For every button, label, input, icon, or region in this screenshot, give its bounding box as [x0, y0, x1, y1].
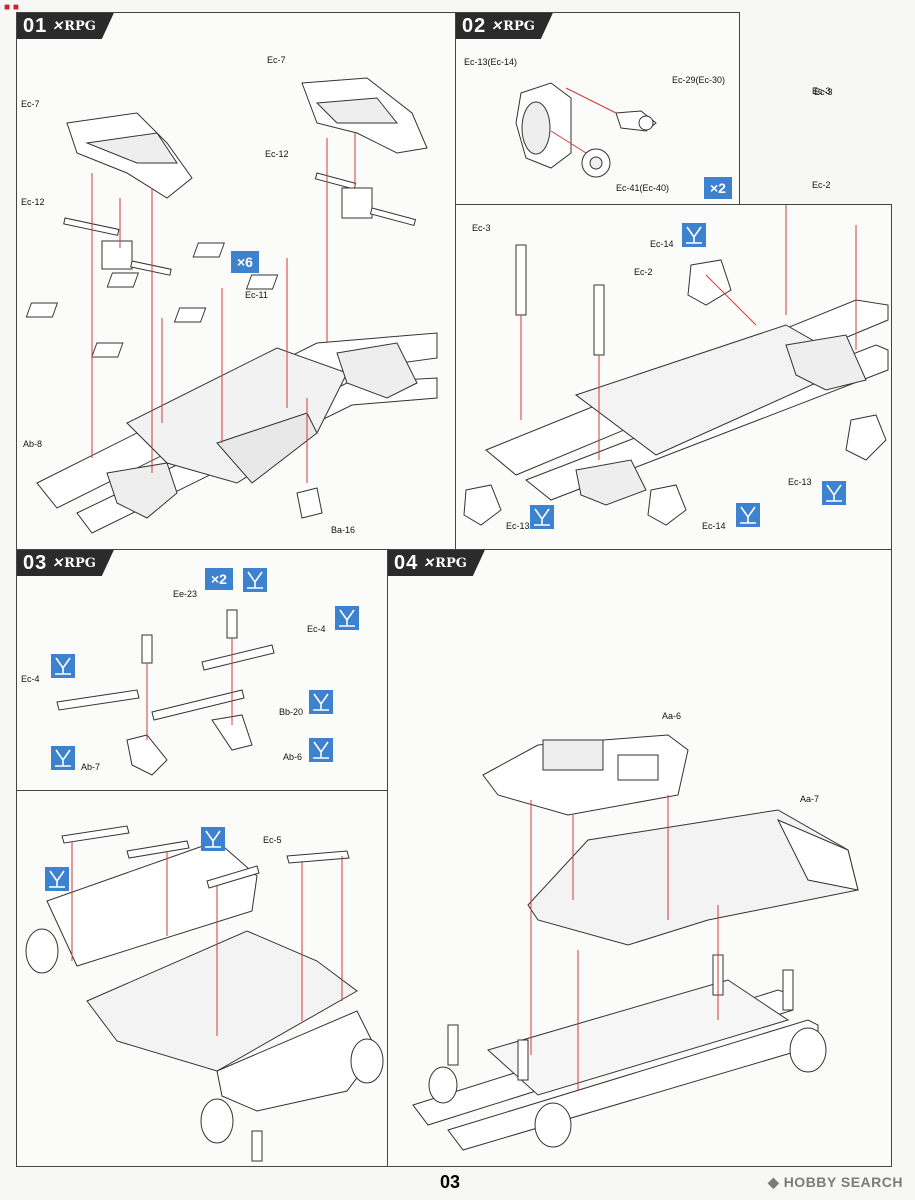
label-ec41-ec40: Ec-41(Ec-40) [616, 183, 670, 193]
step-04-badge: 04 ✕RPG [388, 550, 485, 576]
label-ee23: Ee-23 [173, 589, 198, 599]
cement-icon [335, 606, 359, 630]
cement-icon [45, 867, 69, 891]
label-ec14-bottom: Ec-14 [702, 521, 726, 531]
step-02-main-panel: Ec-3 Ec-3 Ec-14 Ec-2 Ec-13 Ec-13 Ec-14 [455, 87, 892, 550]
step-03-top-drawing [56, 609, 275, 776]
label-aa7: Aa-7 [800, 794, 820, 804]
label-ec29-ec30: Ec-29(Ec-30) [672, 75, 726, 85]
cement-icon [309, 738, 333, 762]
step-number: 02 [462, 14, 487, 37]
label-ec13-left: Ec-13 [506, 521, 530, 531]
cement-icon [682, 223, 706, 247]
page-number: 03 [440, 1172, 461, 1192]
label-ec3-upper: Ec-3 [812, 86, 831, 96]
label-ec13-ec14: Ec-13(Ec-14) [464, 57, 518, 67]
label-ec11: Ec-11 [245, 290, 268, 300]
step-number: 04 [394, 551, 419, 574]
step-02-badge: 02 ✕RPG [456, 13, 553, 39]
label-ab6: Ab-6 [283, 752, 303, 762]
cement-icon [201, 827, 225, 851]
label-ec12-right: Ec-12 [265, 149, 289, 159]
label-ec12-left: Ec-12 [21, 197, 45, 207]
quantity-badge-x2: ×2 [205, 568, 233, 590]
site-logo: ■ ■ [4, 2, 19, 13]
label-ec3-top: Ec-3 [814, 87, 833, 97]
label-ec3-left: Ec-3 [472, 223, 491, 233]
label-aa6: Aa-6 [662, 711, 682, 721]
label-ab7: Ab-7 [81, 762, 101, 772]
step-01-panel: 01 ✕RPG [16, 12, 456, 550]
label-ab8: Ab-8 [23, 439, 43, 449]
step-04-drawing [412, 734, 859, 1151]
step-04-panel: 04 ✕RPG [387, 549, 892, 1167]
step-03-bottom-panel: Ec-5 [16, 790, 388, 1167]
step-02-top-panel: 02 ✕RPG Ec-13(Ec-14) Ec-29(Ec-30) Ec-41(… [455, 12, 740, 205]
step-number: 03 [23, 551, 48, 574]
label-ec7-left: Ec-7 [21, 99, 40, 109]
step-03-top-panel: 03 ✕RPG Ee-23 Ec-4 Ec-4 Bb-20 Ab-7 Ab-6 … [16, 549, 388, 791]
cement-icon [243, 568, 267, 592]
brand-logo: ✕RPG [51, 555, 96, 571]
watermark-icon: ◆ [768, 1174, 784, 1190]
label-ec7-right: Ec-7 [267, 55, 286, 65]
brand-logo: ✕RPG [490, 18, 535, 34]
cement-icon [736, 503, 760, 527]
label-ec13-right: Ec-13 [788, 477, 812, 487]
step-01-badge: 01 ✕RPG [17, 13, 114, 39]
label-ec2-upper: Ec-2 [812, 180, 831, 190]
quantity-badge-x6: ×6 [231, 251, 259, 273]
cement-icon [51, 654, 75, 678]
brand-logo: ✕RPG [422, 555, 467, 571]
label-ec5: Ec-5 [263, 835, 282, 845]
label-ec2-mid: Ec-2 [634, 267, 653, 277]
step-03-bottom-drawing [25, 825, 384, 1162]
quantity-badge-x2: ×2 [704, 177, 732, 199]
cement-icon [822, 481, 846, 505]
label-ec4-left: Ec-4 [21, 674, 40, 684]
label-ec14-top: Ec-14 [650, 239, 674, 249]
watermark: ◆ HOBBY SEARCH [768, 1174, 903, 1190]
cement-icon [530, 505, 554, 529]
cement-icon [309, 690, 333, 714]
cement-icon [51, 746, 75, 770]
step-02-top-drawing [515, 82, 657, 178]
label-ec4-right: Ec-4 [307, 624, 326, 634]
step-01-drawing [25, 77, 438, 534]
label-ba16: Ba-16 [331, 525, 356, 535]
step-02-main-drawing [463, 205, 889, 526]
step-03-badge: 03 ✕RPG [17, 550, 114, 576]
step-number: 01 [23, 14, 48, 37]
brand-logo: ✕RPG [51, 18, 96, 34]
label-bb20: Bb-20 [279, 707, 304, 717]
